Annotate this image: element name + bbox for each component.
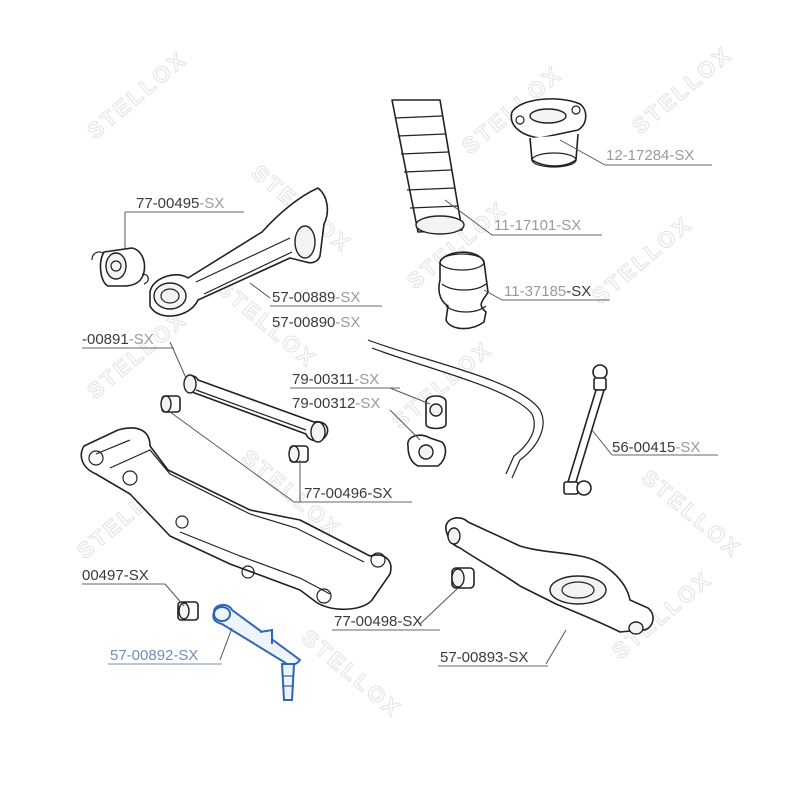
- rear-subframe: [80, 427, 392, 611]
- label-77-00495[interactable]: 77-00495-SX: [125, 195, 244, 213]
- svg-text:77-00496-SX: 77-00496-SX: [304, 485, 392, 502]
- watermark-text: STELLOX: [627, 41, 737, 139]
- part-labels: 77-00495-SX 57-00889-SX 57-00890-SX 12-1…: [82, 147, 718, 667]
- watermark-text: STELLOX: [297, 625, 407, 723]
- svg-text:-00891-SX: -00891-SX: [82, 331, 154, 348]
- svg-text:77-00498-SX: 77-00498-SX: [334, 613, 422, 630]
- label-57-00890[interactable]: 57-00890-SX: [272, 314, 360, 331]
- label-12-17284[interactable]: 12-17284-SX: [605, 147, 712, 166]
- svg-text:00497-SX: 00497-SX: [82, 567, 149, 584]
- stabilizer-bar: [367, 339, 544, 479]
- label-79-00312[interactable]: 79-00312-SX: [292, 395, 380, 412]
- svg-text:56-00415-SX: 56-00415-SX: [612, 439, 700, 456]
- svg-text:57-00893-SX: 57-00893-SX: [440, 649, 528, 666]
- watermark-text: STELLOX: [637, 465, 747, 563]
- svg-text:79-00311-SX: 79-00311-SX: [292, 371, 379, 388]
- label-77-00496[interactable]: 77-00496-SX: [294, 485, 412, 503]
- svg-text:12-17284-SX: 12-17284-SX: [606, 147, 694, 164]
- top-mount-part: [510, 98, 587, 168]
- label-77-00498[interactable]: 77-00498-SX: [332, 613, 440, 631]
- svg-text:57-00890-SX: 57-00890-SX: [272, 314, 360, 331]
- leader-lines: [124, 139, 613, 665]
- label-57-00889[interactable]: 57-00889-SX: [270, 289, 382, 307]
- svg-text:11-17101-SX: 11-17101-SX: [494, 217, 581, 234]
- svg-text:57-00892-SX: 57-00892-SX: [110, 647, 198, 664]
- watermark-text: STELLOX: [82, 46, 192, 144]
- upper-control-arm: [149, 187, 329, 317]
- lateral-link-57-00891: [183, 374, 329, 443]
- bushing-77-00495: [91, 247, 149, 287]
- label-77-00497[interactable]: 00497-SX: [82, 567, 165, 585]
- svg-text:11-37185-SX: 11-37185-SX: [504, 283, 591, 300]
- label-57-00892[interactable]: 57-00892-SX: [108, 647, 222, 665]
- bushing-77-00497: [177, 601, 199, 621]
- label-56-00415[interactable]: 56-00415-SX: [612, 439, 718, 456]
- bump-stop-part: [438, 251, 489, 330]
- label-11-17101[interactable]: 11-17101-SX: [492, 217, 602, 236]
- svg-text:77-00495-SX: 77-00495-SX: [136, 195, 224, 212]
- boot-part: [391, 99, 465, 235]
- label-11-37185[interactable]: 11-37185-SX: [502, 283, 610, 301]
- label-57-00893[interactable]: 57-00893-SX: [438, 649, 548, 667]
- label-79-00311[interactable]: 79-00311-SX: [290, 371, 400, 389]
- bushing-77-00496: [160, 395, 309, 463]
- stabilizer-link-56-00415: [563, 364, 608, 496]
- watermark-text: STELLOX: [587, 211, 697, 309]
- svg-text:57-00889-SX: 57-00889-SX: [272, 289, 360, 306]
- lower-control-arm: [445, 517, 654, 635]
- svg-text:79-00312-SX: 79-00312-SX: [292, 395, 380, 412]
- bushing-77-00498: [451, 567, 475, 589]
- stabilizer-bushing: [407, 395, 447, 467]
- toe-link-57-00892: [212, 604, 302, 701]
- label-57-00891[interactable]: -00891-SX: [82, 331, 174, 349]
